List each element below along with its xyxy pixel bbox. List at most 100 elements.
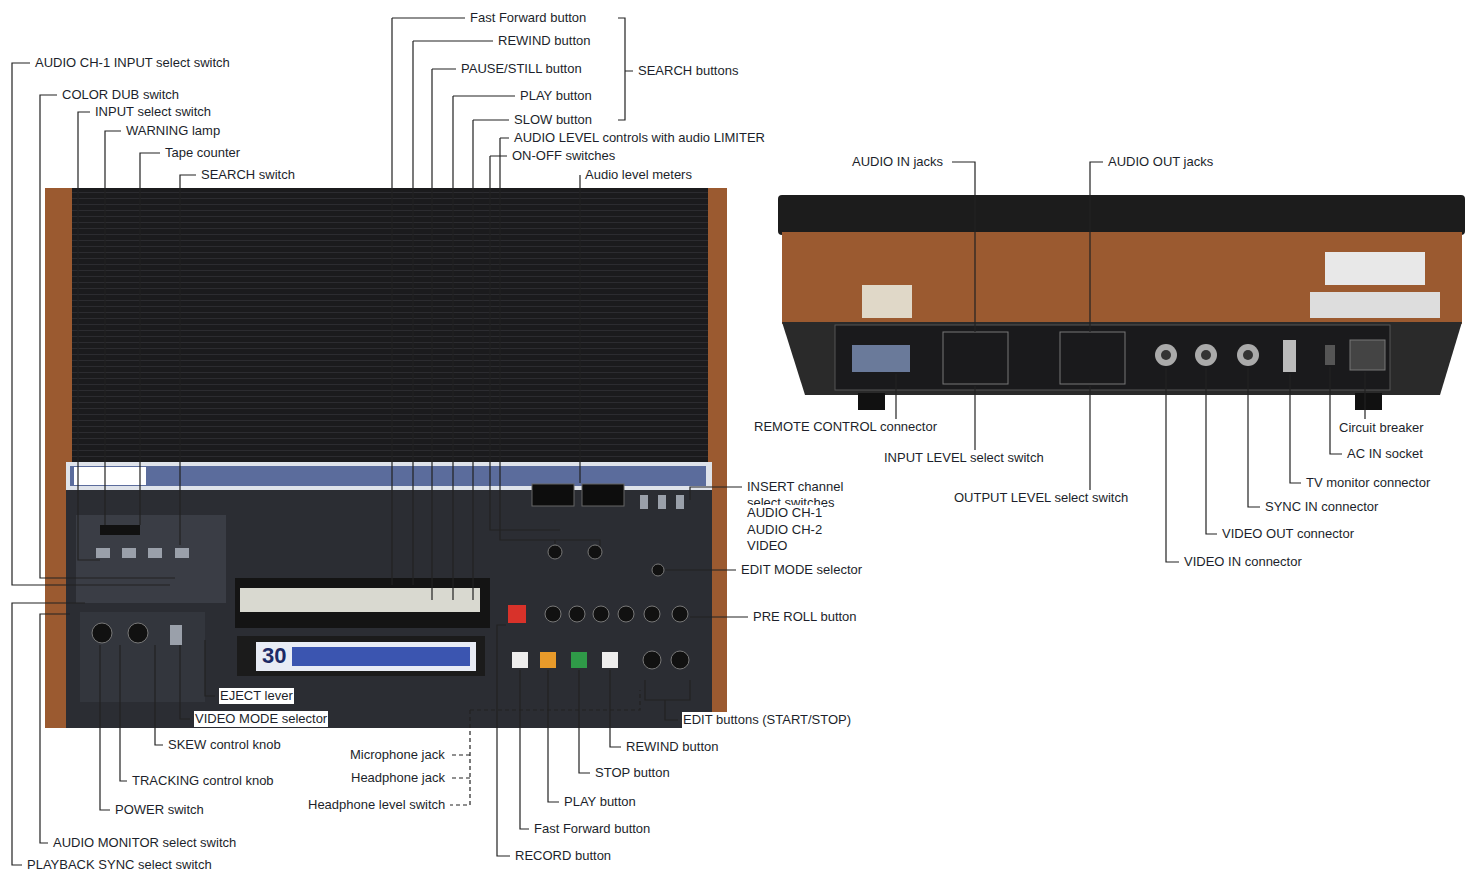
callout-label: EDIT buttons (START/STOP) — [682, 712, 852, 728]
button — [602, 652, 618, 668]
leader-line — [155, 645, 163, 745]
leader-line — [895, 374, 896, 419]
switch — [122, 548, 136, 558]
switch — [676, 495, 684, 509]
leader-line — [120, 645, 127, 781]
leader-line — [974, 386, 975, 450]
callout-label: PRE ROLL button — [752, 609, 858, 625]
callout-label: COLOR DUB switch — [61, 87, 180, 103]
connector — [1155, 344, 1177, 366]
level-meter — [532, 484, 574, 506]
button — [571, 652, 587, 668]
leader-line — [500, 138, 600, 546]
record-button — [508, 605, 526, 623]
callout-label: Circuit breaker — [1338, 420, 1425, 436]
button — [644, 606, 660, 622]
leader-line — [952, 162, 975, 332]
callout-label: PLAY button — [563, 794, 637, 810]
leader-line — [205, 640, 215, 696]
callout-label: AUDIO IN jacks — [851, 154, 944, 170]
leader-line — [579, 175, 580, 483]
leader-line — [690, 616, 748, 617]
button — [672, 606, 688, 622]
button — [569, 606, 585, 622]
tape-counter — [100, 525, 140, 535]
leader-line — [1330, 367, 1342, 454]
callout-label: VIDEO — [746, 538, 788, 554]
foot — [858, 393, 885, 410]
label-plate — [1325, 252, 1425, 285]
callout-label: VIDEO OUT connector — [1221, 526, 1355, 542]
callout-label: REWIND button — [497, 33, 591, 49]
button — [618, 606, 634, 622]
callout-label: PAUSE/STILL button — [460, 61, 583, 77]
connector — [1201, 350, 1211, 360]
callout-label: Headphone jack — [350, 770, 446, 786]
leader-line — [100, 645, 110, 810]
callout-label: Audio level meters — [584, 167, 693, 183]
tape — [240, 588, 480, 612]
leader-line — [180, 175, 196, 545]
button — [512, 652, 528, 668]
callout-label: PLAY button — [519, 88, 593, 104]
leader-line — [40, 95, 175, 578]
callout-label: AUDIO LEVEL controls with audio LIMITER — [513, 130, 766, 146]
leader-line — [12, 603, 85, 865]
callout-label: Headphone level switch — [307, 797, 446, 813]
connector — [1243, 350, 1253, 360]
leader-line — [490, 156, 560, 530]
leader-line — [473, 120, 509, 600]
callout-label: REMOTE CONTROL connector — [753, 419, 938, 435]
leader-line — [40, 614, 70, 843]
knob — [128, 623, 148, 643]
connector — [1237, 344, 1259, 366]
rear-unit — [778, 195, 1465, 410]
callout-label: VIDEO IN connector — [1183, 554, 1303, 570]
callout-label: INPUT select switch — [94, 104, 212, 120]
base — [782, 322, 1462, 395]
leader-line — [105, 131, 121, 525]
switch — [96, 548, 110, 558]
callout-label: ON-OFF switches — [511, 148, 616, 164]
callout-label: POWER switch — [114, 802, 205, 818]
callout-label: RECORD button — [514, 848, 612, 864]
leader-lines — [12, 18, 1365, 865]
leader-line — [665, 569, 736, 570]
ac-socket — [1350, 340, 1385, 370]
leader-line — [520, 670, 529, 829]
callout-label: VIDEO MODE selector — [194, 711, 328, 727]
cassette-number: 30 — [261, 644, 287, 668]
callout-label: Tape counter — [164, 145, 241, 161]
leader-line — [180, 645, 190, 719]
leader-line — [12, 63, 170, 585]
leader-line — [453, 96, 515, 600]
switch — [175, 548, 189, 558]
leader-line — [392, 18, 465, 585]
top-strip — [778, 195, 1465, 235]
selector — [652, 564, 664, 576]
rear-panel — [835, 325, 1390, 390]
jack-group — [943, 332, 1008, 384]
callout-label: PLAYBACK SYNC select switch — [26, 857, 213, 873]
callout-label: SEARCH buttons — [637, 63, 739, 79]
switch — [640, 495, 648, 509]
foot — [1355, 393, 1382, 410]
bracket — [618, 18, 633, 120]
callout-label: AUDIO CH-1 — [746, 505, 823, 521]
cassette-window — [235, 578, 490, 628]
knob — [548, 545, 562, 559]
callout-label: AUDIO CH-2 — [746, 522, 823, 538]
edit-button — [671, 651, 689, 669]
leader-line — [497, 625, 510, 856]
control-panel — [66, 490, 712, 728]
leader-line — [548, 670, 559, 802]
connector — [1195, 344, 1217, 366]
leader-line — [1290, 374, 1301, 483]
connector — [1161, 350, 1171, 360]
knob — [588, 545, 602, 559]
breaker — [1325, 345, 1335, 365]
callout-label: SEARCH switch — [200, 167, 296, 183]
button — [593, 606, 609, 622]
callout-label: REWIND button — [625, 739, 719, 755]
